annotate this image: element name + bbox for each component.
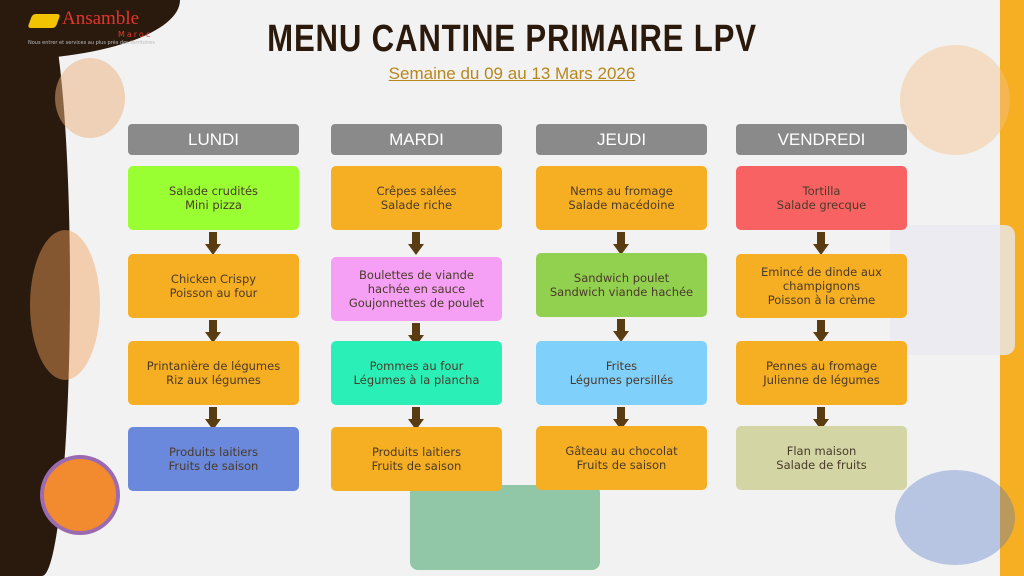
- day-header: MARDI: [331, 124, 502, 155]
- meal-item: Salade crudités: [168, 184, 259, 198]
- down-arrow-icon: [205, 320, 221, 344]
- meal-item: Crêpes salées: [376, 184, 457, 198]
- logo-sub: Maroc: [118, 30, 153, 39]
- meal-item: Tortilla: [802, 184, 841, 198]
- meal-item: Sandwich poulet: [573, 271, 670, 285]
- meal-item: Riz aux légumes: [166, 373, 261, 387]
- meal-item: Flan maison: [786, 444, 857, 458]
- meal-item: Salade de fruits: [776, 458, 867, 472]
- meal-item: Sandwich viande hachée: [549, 285, 694, 299]
- children-soccer-illustration: [895, 470, 1015, 565]
- children-plate-illustration: [40, 455, 120, 535]
- ansamble-logo: Ansamble Maroc Nous entrer et services a…: [27, 8, 158, 50]
- down-arrow-icon: [613, 232, 629, 256]
- down-arrow-icon: [813, 320, 829, 344]
- down-arrow-icon: [408, 232, 424, 256]
- meal-item: champignons: [782, 279, 861, 293]
- logo-mark-icon: [27, 14, 61, 28]
- meal-item: Julienne de légumes: [763, 373, 880, 387]
- day-header: VENDREDI: [736, 124, 907, 155]
- meal-item: Nems au fromage: [570, 184, 673, 198]
- meal-item: Produits laitiers: [371, 445, 462, 459]
- meal-item: Chicken Crispy: [170, 272, 257, 286]
- meal-item: Poisson à la crème: [767, 293, 876, 307]
- logo-name: Ansamble: [62, 8, 140, 29]
- child-basketball-illustration: [55, 58, 125, 138]
- meal-item: Fruits de saison: [168, 459, 259, 473]
- meal-item: Poisson au four: [169, 286, 258, 300]
- meal-item: Frites: [605, 359, 638, 373]
- week-subtitle: Semaine du 09 au 13 Mars 2026: [388, 64, 636, 83]
- day-header: LUNDI: [128, 124, 299, 155]
- meal-item: Salade riche: [380, 198, 453, 212]
- meal-item: Gâteau au chocolat: [565, 444, 678, 458]
- meal-item: hachée en sauce: [367, 282, 466, 296]
- down-arrow-icon: [613, 407, 629, 431]
- meal-item: Mini pizza: [185, 198, 242, 212]
- meal-item: Pennes au fromage: [765, 359, 878, 373]
- down-arrow-icon: [813, 407, 829, 431]
- day-header: JEUDI: [536, 124, 707, 155]
- meal-item: Légumes à la plancha: [353, 373, 480, 387]
- ping-pong-illustration: [410, 485, 600, 570]
- meal-item: Emincé de dinde aux: [761, 265, 882, 279]
- down-arrow-icon: [205, 232, 221, 256]
- down-arrow-icon: [408, 407, 424, 431]
- meal-item: Boulettes de viande: [359, 268, 474, 282]
- meal-item: Fruits de saison: [371, 459, 462, 473]
- meal-item: Goujonnettes de poulet: [348, 296, 485, 310]
- logo-tagline: Nous entrer et services au plus près des…: [28, 40, 155, 46]
- meal-item: Salade grecque: [776, 198, 867, 212]
- meal-item: Légumes persillés: [569, 373, 674, 387]
- child-easel-illustration: [890, 225, 1015, 355]
- down-arrow-icon: [613, 319, 629, 343]
- down-arrow-icon: [813, 232, 829, 256]
- page-title: MENU CANTINE PRIMAIRE LPV: [267, 18, 757, 60]
- meal-item: Salade macédoine: [568, 198, 675, 212]
- meal-item: Pommes au four: [369, 359, 464, 373]
- down-arrow-icon: [205, 407, 221, 431]
- child-jumprope-illustration: [30, 230, 100, 380]
- children-painting-illustration: [900, 45, 1010, 155]
- down-arrow-icon: [408, 323, 424, 347]
- meal-item: Produits laitiers: [168, 445, 259, 459]
- meal-item: Printanière de légumes: [146, 359, 281, 373]
- meal-item: Fruits de saison: [576, 458, 667, 472]
